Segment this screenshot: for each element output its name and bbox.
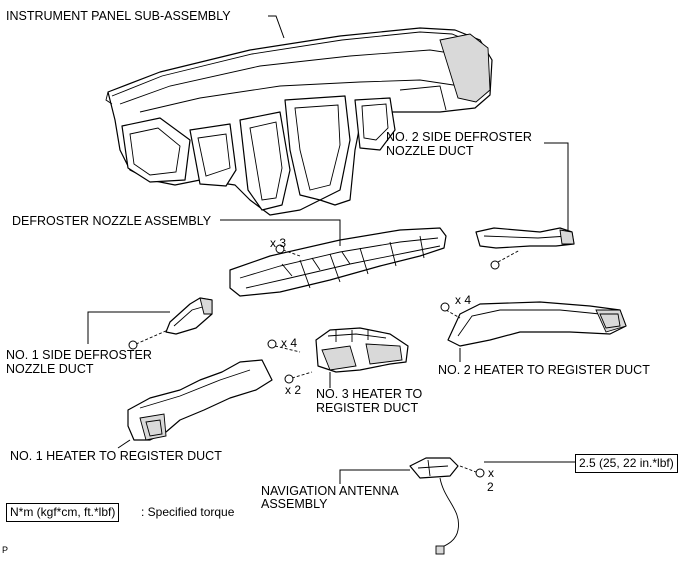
- torque-spec-box: 2.5 (25, 22 in.*lbf): [575, 454, 678, 473]
- legend-torque-text: : Specified torque: [141, 505, 235, 519]
- label-no1-side-defroster-line2: NOZZLE DUCT: [6, 362, 94, 376]
- qty-no2-heater-screws: x 4: [455, 293, 472, 307]
- label-no1-side-defroster-line1: NO. 1 SIDE DEFROSTER: [6, 348, 152, 362]
- label-instrument-panel: INSTRUMENT PANEL SUB-ASSEMBLY: [6, 9, 231, 23]
- no1-heater-duct-drawing: [127, 359, 273, 441]
- legend-torque-box: N*m (kgf*cm, ft.*lbf): [6, 503, 120, 522]
- defroster-nozzle-drawing: [229, 227, 447, 297]
- qty-nav-antenna-n: 2: [487, 480, 494, 494]
- qty-defroster-screws: x 3: [270, 236, 287, 250]
- label-no2-heater-duct: NO. 2 HEATER TO REGISTER DUCT: [438, 363, 650, 377]
- instrument-panel-drawing: [105, 27, 493, 216]
- label-no1-heater-duct: NO. 1 HEATER TO REGISTER DUCT: [10, 449, 222, 463]
- label-nav-antenna-line1: NAVIGATION ANTENNA: [261, 484, 399, 498]
- no3-heater-duct-drawing: [267, 327, 409, 384]
- label-no2-side-defroster-line2: NOZZLE DUCT: [386, 144, 474, 158]
- no2-side-defroster-duct-drawing: [475, 227, 575, 270]
- qty-no3-heater-screws: x 4: [281, 336, 298, 350]
- label-defroster-nozzle: DEFROSTER NOZZLE ASSEMBLY: [12, 214, 212, 228]
- qty-no3-heater-clips: x 2: [285, 383, 302, 397]
- qty-nav-antenna-x: x: [488, 466, 494, 480]
- label-nav-antenna-line2: ASSEMBLY: [261, 497, 328, 511]
- label-no2-side-defroster-line1: NO. 2 SIDE DEFROSTER: [386, 130, 532, 144]
- no1-side-defroster-duct-drawing: [128, 297, 213, 350]
- label-no3-heater-line1: NO. 3 HEATER TO: [316, 387, 423, 401]
- label-no3-heater-line2: REGISTER DUCT: [316, 401, 419, 415]
- leader-lines: [87, 15, 575, 484]
- navigation-antenna-drawing: [409, 457, 485, 555]
- no2-heater-duct-drawing: [440, 301, 627, 347]
- figure-code: P: [2, 545, 9, 555]
